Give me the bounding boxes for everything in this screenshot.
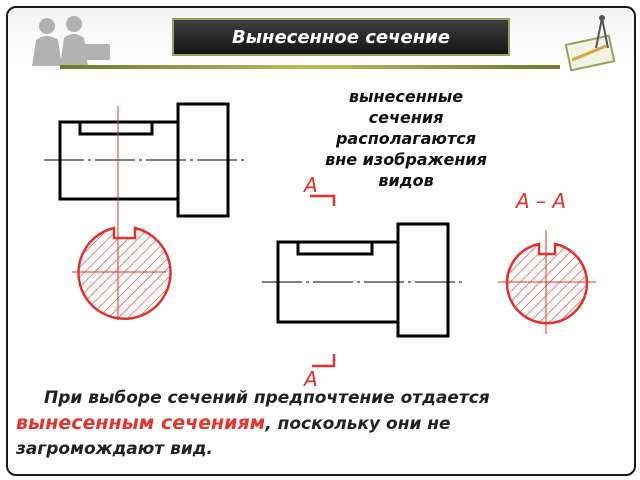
cut-label-bottom: А <box>304 367 318 391</box>
section-right <box>498 230 596 334</box>
description-line: видов <box>378 171 434 190</box>
cut-marker-bottom <box>312 354 336 368</box>
bottom-line-1: При выборе сечений предпочтение отдается <box>44 388 490 408</box>
people-logo-icon <box>32 16 110 66</box>
slide-title: Вынесенное сечение <box>172 18 510 56</box>
shaft-view-middle <box>276 222 450 338</box>
section-left <box>72 226 172 321</box>
highlight-phrase: вынесенным сечениям <box>16 412 266 434</box>
description-line: вне изображения <box>325 150 487 169</box>
cut-marker-top <box>310 194 336 206</box>
bottom-paragraph: При выборе сечений предпочтение отдается… <box>16 386 616 462</box>
description-line: располагаются <box>335 129 477 148</box>
drafting-tools-icon <box>564 15 616 72</box>
header-rule <box>60 65 560 69</box>
description-text: вынесенные сечения располагаются вне изо… <box>296 86 516 191</box>
bottom-line-2-rest: , поскольку они не <box>265 414 451 434</box>
description-line: сечения <box>368 108 444 127</box>
description-line: вынесенные <box>348 87 464 106</box>
cut-label-top: А <box>304 173 318 197</box>
bottom-line-3: загромождают вид. <box>16 439 213 459</box>
section-name-label: А – А <box>516 189 567 213</box>
